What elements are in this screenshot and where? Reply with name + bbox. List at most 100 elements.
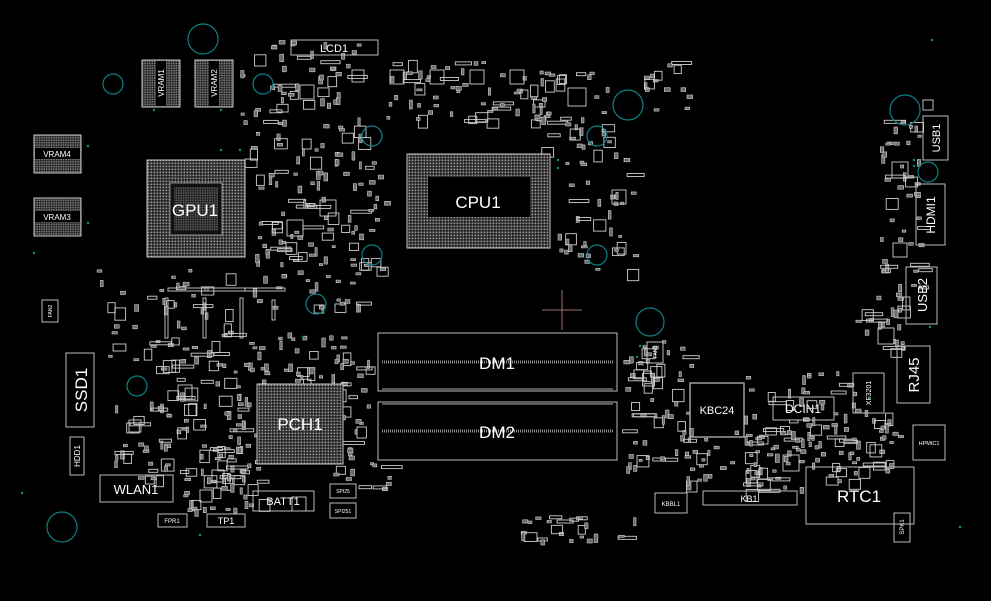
component-dm2[interactable]: DM2 [377, 401, 618, 461]
smd-part [314, 148, 319, 152]
component-rj45[interactable]: RJ45 [896, 345, 931, 404]
smd-part [305, 279, 310, 283]
smd-part [181, 427, 187, 431]
component-kbbl1[interactable]: KBBL1 [654, 492, 688, 514]
smd-part [273, 83, 296, 88]
component-spi251[interactable]: SPI251 [329, 502, 357, 519]
smd-part [335, 465, 346, 475]
connector-strip [167, 287, 209, 292]
smd-part [745, 375, 752, 380]
smd-part [341, 336, 348, 340]
component-fpr1[interactable]: FPR1 [157, 513, 188, 528]
smd-part [300, 375, 304, 381]
smd-part [838, 450, 844, 455]
component-usb2[interactable]: USB2 [905, 266, 938, 325]
smd-part [291, 337, 296, 341]
smd-part [188, 268, 193, 273]
smd-part [856, 457, 861, 461]
smd-part [581, 144, 586, 150]
component-rtc1[interactable]: RTC1 [805, 466, 915, 525]
smd-part [249, 341, 255, 345]
smd-part [682, 430, 687, 435]
component-ssd1[interactable]: SSD1 [65, 352, 95, 428]
smd-part [390, 76, 395, 83]
smd-part [673, 64, 682, 75]
smd-part [243, 120, 248, 125]
component-kb1[interactable]: KB1 [702, 490, 798, 506]
smd-part [707, 450, 711, 456]
component-hdd1[interactable]: HDD1 [69, 436, 85, 476]
via [556, 166, 560, 170]
component-fan2[interactable]: FAN2 [41, 299, 59, 323]
smd-part [348, 395, 359, 400]
smd-part [547, 120, 569, 125]
component-vram2[interactable]: VRAM2 [194, 59, 234, 108]
smd-part [256, 479, 270, 484]
component-spk1[interactable]: SPK1 [893, 512, 911, 543]
smd-part [643, 383, 653, 394]
component-lcd1[interactable]: LCD1 [290, 39, 379, 56]
component-vram4[interactable]: VRAM4 [33, 134, 82, 174]
smd-part [885, 424, 889, 434]
smd-part [203, 403, 207, 410]
via [868, 396, 872, 400]
smd-part [539, 107, 543, 115]
smd-part [348, 455, 355, 461]
smd-part [227, 473, 232, 482]
smd-part [626, 173, 645, 177]
component-tp1[interactable]: TP1 [206, 513, 246, 528]
ic-package [509, 69, 525, 85]
smd-part [358, 485, 373, 490]
via [912, 164, 916, 168]
smd-part [580, 245, 588, 249]
smd-part [708, 474, 713, 479]
via [86, 144, 90, 148]
smd-part [894, 141, 900, 146]
smd-part [202, 507, 207, 513]
smd-part [830, 390, 847, 395]
component-batt1[interactable]: BATT1 [252, 490, 315, 512]
smd-part [359, 161, 362, 170]
smd-part [585, 253, 591, 258]
smd-part [759, 434, 765, 439]
component-usb1[interactable]: USB1 [922, 99, 949, 161]
ic-package [892, 242, 908, 258]
smd-part [882, 151, 888, 158]
component-hpmic1[interactable]: HPMIC1 [912, 424, 946, 461]
component-vram3[interactable]: VRAM3 [33, 197, 82, 237]
smd-part [371, 161, 377, 165]
smd-part [369, 180, 376, 185]
smd-part [836, 371, 840, 377]
component-hdmi1[interactable]: HDMI1 [915, 183, 946, 246]
label-usb1: USB1 [931, 124, 943, 153]
smd-part [225, 508, 231, 511]
component-vram1[interactable]: VRAM1 [141, 59, 181, 108]
component-dcin1[interactable]: DCIN1 [772, 396, 835, 421]
smd-part [326, 102, 331, 109]
smd-part [233, 507, 238, 514]
component-cpu1[interactable]: CPU1 [406, 153, 551, 249]
smd-part [792, 445, 799, 449]
component-pch1[interactable]: PCH1 [256, 383, 344, 465]
component-spi25[interactable]: SPI25 [329, 483, 357, 499]
smd-part [200, 379, 214, 384]
smd-part [667, 414, 674, 419]
smd-part [547, 133, 561, 138]
smd-part [574, 124, 578, 131]
smd-part [638, 458, 643, 462]
smd-part [166, 414, 173, 418]
component-xf3201[interactable]: XF3201 [852, 372, 885, 414]
ic-package [611, 189, 627, 205]
component-gpu1[interactable]: GPU1 [146, 159, 246, 258]
component-wlan1[interactable]: WLAN1 [99, 474, 174, 503]
smd-part [309, 253, 316, 257]
smd-part [331, 374, 335, 384]
smd-part [837, 479, 842, 484]
component-fan1[interactable]: FAN1 [646, 341, 664, 364]
component-dm1[interactable]: DM1 [377, 332, 618, 392]
component-kbc24[interactable]: KBC24 [689, 382, 745, 438]
ic-package [389, 69, 405, 85]
smd-part [633, 517, 637, 527]
mounting-hole [102, 73, 124, 95]
